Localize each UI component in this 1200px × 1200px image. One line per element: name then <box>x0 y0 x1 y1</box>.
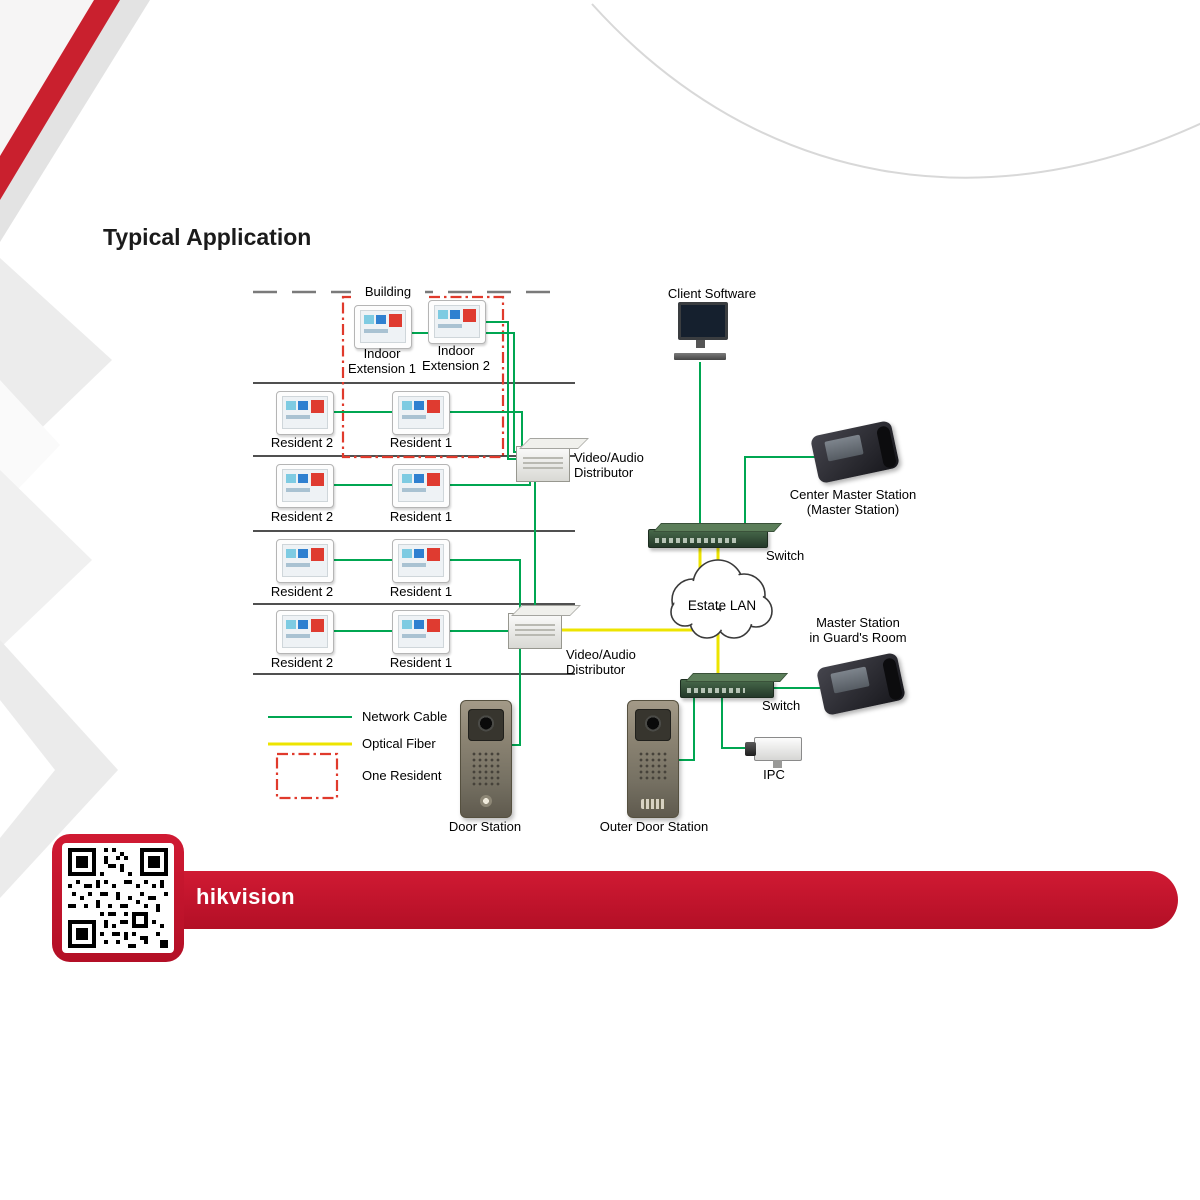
resident-2-label-floor-1: Resident 2 <box>270 435 334 450</box>
qr-pattern <box>68 848 168 948</box>
page-title: Typical Application <box>103 224 312 250</box>
indoor-extension-2-monitor <box>428 300 486 344</box>
resident-1-monitor-floor-1 <box>392 391 450 435</box>
resident-1-label-floor-1: Resident 1 <box>389 435 453 450</box>
resident-2-monitor-floor-3 <box>276 539 334 583</box>
resident-1-label-floor-4: Resident 1 <box>389 655 453 670</box>
resident-1-monitor-floor-2 <box>392 464 450 508</box>
legend-one-resident-label: One Resident <box>362 768 442 783</box>
monitor-stand <box>696 340 705 348</box>
door-station-label: Door Station <box>448 819 522 834</box>
switch-bottom <box>680 679 774 698</box>
center-master-station-label: Center Master Station (Master Station) <box>789 487 917 517</box>
resident-2-monitor-floor-2 <box>276 464 334 508</box>
switch-bottom-label: Switch <box>762 698 801 713</box>
outer-door-station-device <box>627 700 679 818</box>
guard-master-station-label: Master Station in Guard's Room <box>809 615 907 645</box>
estate-lan-label: Estate LAN <box>687 598 757 613</box>
center-master-station-device <box>809 420 901 484</box>
call-button <box>480 795 492 807</box>
legend-optical-fiber-label: Optical Fiber <box>362 736 436 751</box>
client-software-label: Client Software <box>667 286 757 301</box>
monitor-screen <box>678 302 728 340</box>
outer-door-station-label: Outer Door Station <box>599 819 709 834</box>
distributor-top-label: Video/Audio Distributor <box>574 450 644 480</box>
qr-code <box>52 834 184 962</box>
brand-logo-text: hikvision <box>196 884 295 909</box>
distributor-bottom-label: Video/Audio Distributor <box>566 647 636 677</box>
ipc-label: IPC <box>763 767 785 782</box>
resident-1-label-floor-3: Resident 1 <box>389 584 453 599</box>
legend-network-cable-label: Network Cable <box>362 709 448 724</box>
resident-2-label-floor-4: Resident 2 <box>270 655 334 670</box>
resident-2-label-floor-3: Resident 2 <box>270 584 334 599</box>
brand-banner <box>58 871 1178 929</box>
resident-2-monitor-floor-1 <box>276 391 334 435</box>
resident-1-label-floor-2: Resident 1 <box>389 509 453 524</box>
keyboard <box>674 353 726 360</box>
guard-master-station-device <box>815 652 907 716</box>
indoor-extension-2-label: Indoor Extension 2 <box>422 343 490 373</box>
switch-top <box>648 529 768 548</box>
keypad <box>641 799 665 809</box>
video-audio-distributor-bottom <box>508 613 562 649</box>
building-label: Building <box>351 284 425 300</box>
indoor-extension-1-label: Indoor Extension 1 <box>348 346 416 376</box>
qr-tile <box>62 843 174 953</box>
resident-2-label-floor-2: Resident 2 <box>270 509 334 524</box>
client-software-computer <box>674 302 728 362</box>
switch-top-label: Switch <box>766 548 805 563</box>
indoor-extension-1-monitor <box>354 305 412 349</box>
estate-lan-cloud <box>670 559 773 639</box>
door-station-device <box>460 700 512 818</box>
legend-one-resident-box <box>275 752 339 800</box>
ipc-camera <box>745 737 802 768</box>
resident-1-monitor-floor-3 <box>392 539 450 583</box>
video-audio-distributor-top <box>516 446 570 482</box>
resident-2-monitor-floor-4 <box>276 610 334 654</box>
top-right-curve-decoration <box>591 3 1200 179</box>
network-cables <box>332 321 820 761</box>
resident-1-monitor-floor-4 <box>392 610 450 654</box>
